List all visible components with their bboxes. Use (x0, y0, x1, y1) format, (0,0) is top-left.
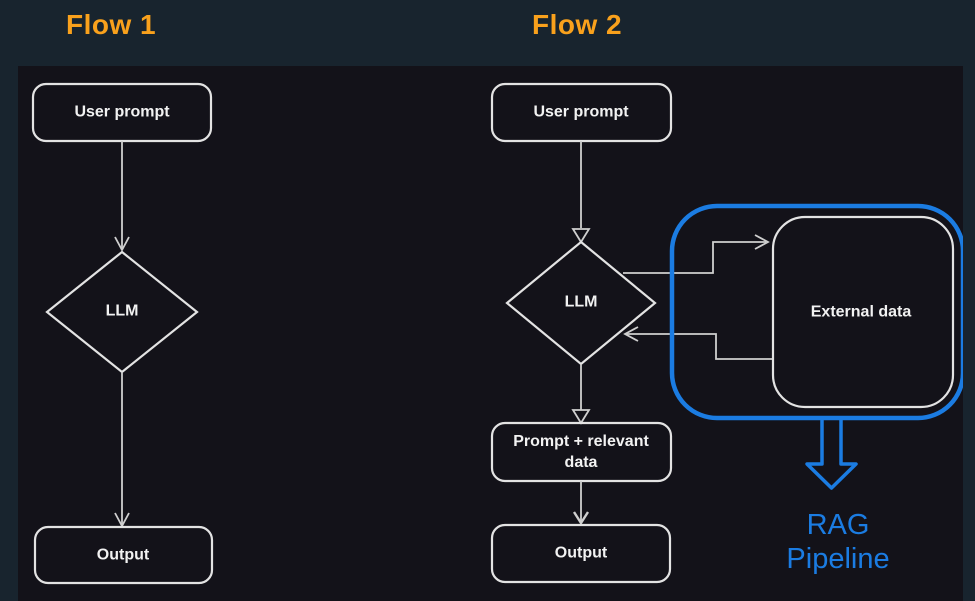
rag-pipeline-label-line1: RAG (806, 509, 870, 541)
flow1-arrowhead-into-llm (114, 236, 130, 252)
flow2-arrowhead-into-external (754, 234, 770, 250)
diagram-panel (18, 66, 963, 601)
flow2-prompt-relevant-data-line1: Prompt + relevant (513, 433, 649, 450)
flow2-connector-llm-to-external (623, 241, 766, 274)
flow2-arrowhead-into-promptdata (571, 409, 591, 425)
flow1-output-label: Output (96, 546, 150, 564)
flow1-output-box (33, 525, 214, 585)
flow1-llm-label: LLM (105, 302, 139, 320)
flow1-title: Flow 1 (66, 9, 157, 40)
external-data-box (771, 215, 955, 409)
rag-pipeline-arrow (805, 420, 858, 490)
flow2-user-prompt-label: User prompt (533, 103, 629, 121)
flow2-arrowhead-into-output (572, 511, 590, 526)
flow2-output-label: Output (554, 544, 608, 562)
diagram-shapes (31, 82, 963, 585)
flow2-output-box (490, 523, 672, 584)
flow2-arrowhead-into-llm-return (623, 326, 639, 342)
flow2-arrowhead-into-llm (571, 228, 591, 244)
rag-pipeline-label: RAG Pipeline (786, 508, 889, 576)
flow2-prompt-relevant-data-line2: data (564, 454, 598, 471)
flow2-prompt-relevant-data-label: Prompt + relevant data (513, 431, 649, 473)
flow2-llm-label: LLM (564, 293, 598, 311)
rag-pipeline-label-line2: Pipeline (786, 543, 890, 575)
flow2-title: Flow 2 (532, 9, 623, 40)
flow1-user-prompt-label: User prompt (74, 103, 170, 121)
flow2-connector-external-to-llm (627, 333, 773, 360)
external-data-label: External data (810, 303, 912, 321)
rag-pipeline-boundary (669, 203, 963, 421)
